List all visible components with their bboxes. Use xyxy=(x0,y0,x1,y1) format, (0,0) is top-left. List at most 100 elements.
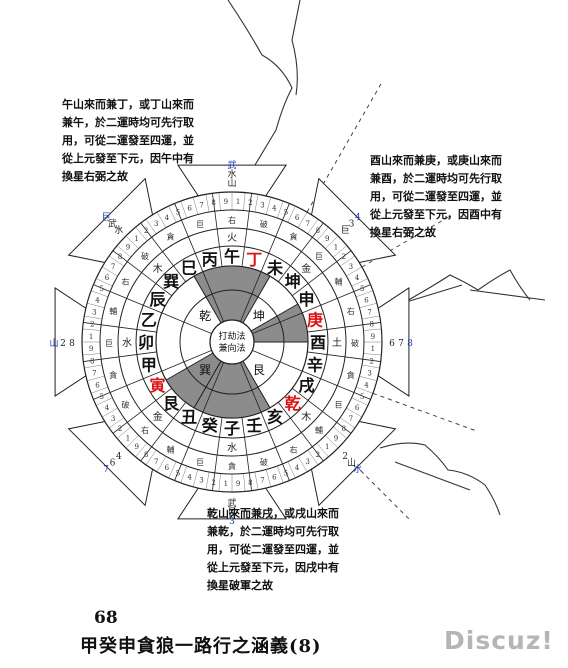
number-digit: 9 xyxy=(224,198,228,206)
tick xyxy=(82,328,101,331)
tab-label: 巨 xyxy=(227,507,236,518)
divider xyxy=(83,351,157,362)
mountain-label: 卯 xyxy=(138,333,154,352)
tab-label: 6 xyxy=(389,339,395,349)
star-label: 右 xyxy=(290,445,298,455)
divider xyxy=(83,322,157,333)
divider xyxy=(260,412,290,481)
tab-label: 2 xyxy=(60,339,66,349)
mountain-label: 午 xyxy=(224,247,240,266)
tick xyxy=(346,407,363,418)
mountain-label: 壬 xyxy=(246,416,262,435)
mountain-sketch xyxy=(227,0,301,171)
divider xyxy=(277,402,324,462)
number-digit: 5 xyxy=(284,209,288,217)
tab-label: 6 xyxy=(110,459,116,469)
tick xyxy=(243,192,246,211)
number-digit: 4 xyxy=(272,205,277,213)
divider-inner xyxy=(252,312,303,334)
note-northwest: 午山來而兼丁，或丁山來而兼午，於二運時均可先行取用，可從二運發至四運，並從上元發… xyxy=(62,96,237,186)
divider xyxy=(260,203,290,272)
mountain-label: 丁 xyxy=(246,250,262,269)
tick xyxy=(332,245,348,258)
divider xyxy=(93,370,162,400)
mountain-label: 癸 xyxy=(201,416,219,435)
mountain-label: 亥 xyxy=(267,407,283,426)
tick xyxy=(135,442,148,458)
ring-inner xyxy=(179,289,285,395)
mountain-label: 丑 xyxy=(181,407,197,426)
star-label: 巨 xyxy=(105,339,113,348)
tab-label: 水 xyxy=(227,168,236,180)
note-northwest-line: 用，可從二運發至四運，並 xyxy=(62,134,194,147)
number-digit: 4 xyxy=(364,381,369,389)
tick xyxy=(307,450,319,465)
number-digit: 4 xyxy=(355,274,360,282)
number-digit: 5 xyxy=(360,285,364,293)
tick xyxy=(355,386,374,394)
star-label: 巨 xyxy=(335,401,343,410)
note-northeast-line: 用，可從二運發至四運，並 xyxy=(370,190,502,203)
mountain-label: 申 xyxy=(298,290,314,309)
number-digit: 3 xyxy=(260,201,264,209)
number-digit: 9 xyxy=(334,434,338,442)
number-digit: 5 xyxy=(99,285,103,293)
tick xyxy=(351,278,369,287)
center-label: 打劫法 xyxy=(218,330,245,342)
star-label: 巨 xyxy=(196,220,204,229)
tick xyxy=(359,302,377,309)
tick xyxy=(156,456,167,473)
number-digit: 9 xyxy=(89,345,93,353)
number-digit: 6 xyxy=(95,381,100,389)
divider xyxy=(140,402,187,462)
number-digit: 3 xyxy=(367,370,371,378)
tab-label: 武 xyxy=(227,159,236,171)
watermark-logo: Discuz! xyxy=(444,626,554,655)
star-label: 輔 xyxy=(167,445,175,455)
number-digit: 8 xyxy=(248,479,252,487)
mountain-sketches xyxy=(227,0,546,516)
mountain-sketch xyxy=(402,269,546,304)
ring-elements xyxy=(135,245,329,439)
center-label: 兼向法 xyxy=(218,342,245,354)
tick xyxy=(90,386,109,394)
number-digit: 7 xyxy=(367,308,371,316)
tab-label: 8 xyxy=(69,339,75,349)
number-digit: 3 xyxy=(92,308,96,316)
inner-ring-label: 坤 xyxy=(253,308,265,323)
tab-label: 3 xyxy=(349,219,355,229)
tick xyxy=(84,364,103,369)
mountain-label: 寅 xyxy=(150,376,166,395)
number-digit: 9 xyxy=(325,235,329,243)
divider xyxy=(93,284,162,314)
tick xyxy=(135,226,148,242)
tick xyxy=(192,197,199,215)
divider-inner xyxy=(202,271,224,322)
tick xyxy=(218,473,221,492)
tick xyxy=(145,219,157,234)
star-label: 破 xyxy=(121,400,129,410)
number-digit: 2 xyxy=(248,199,252,207)
tick xyxy=(168,205,177,223)
element-label: 水 xyxy=(227,442,237,454)
star-label: 輔 xyxy=(335,277,343,287)
tick xyxy=(325,235,339,249)
tab-label: 巨 xyxy=(102,212,111,223)
tick xyxy=(276,200,284,219)
number-digit: 9 xyxy=(135,443,139,451)
divider xyxy=(277,222,324,282)
note-south-line: 換星破軍之故 xyxy=(207,579,273,592)
number-digit: 1 xyxy=(89,333,93,341)
mountain-label: 丙 xyxy=(202,250,218,269)
number-digit: 2 xyxy=(144,227,148,235)
star-label: 破 xyxy=(141,251,149,261)
divider-inner xyxy=(202,362,224,413)
mountain-label: 艮 xyxy=(163,394,180,413)
tab-label: 山 xyxy=(347,458,356,469)
star-label: 破 xyxy=(260,457,268,467)
number-digit: 5 xyxy=(99,393,103,401)
tick xyxy=(180,465,188,484)
tab-label: 山 xyxy=(227,178,236,189)
number-digit: 2 xyxy=(211,479,215,487)
number-digit: 3 xyxy=(111,415,115,423)
